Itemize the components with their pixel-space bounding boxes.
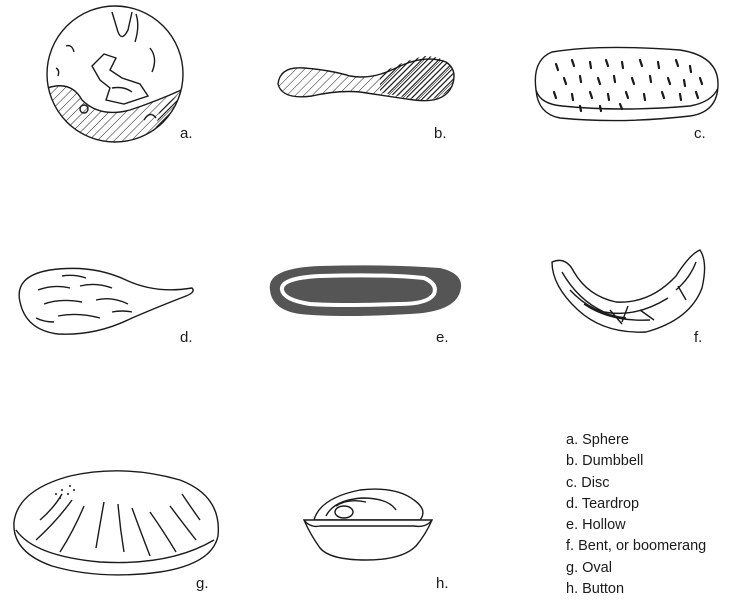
oval-drawing [14,471,218,575]
hollow-drawing [270,265,461,316]
label-a: a. [180,126,193,141]
legend-item: e. Hollow [566,515,746,536]
disc-drawing [535,47,718,120]
boomerang-drawing [552,250,705,332]
dumbbell-drawing [278,56,454,101]
label-h: h. [436,576,449,591]
label-e: e. [436,330,449,345]
legend-item: a. Sphere [566,430,746,451]
legend-item: b. Dumbbell [566,451,746,472]
label-f: f. [694,330,702,345]
legend-item: h. Button [566,579,746,600]
legend-item: c. Disc [566,473,746,494]
sphere-drawing [40,6,190,150]
label-c: c. [694,126,706,141]
label-b: b. [434,126,447,141]
label-d: d. [180,330,193,345]
teardrop-drawing [19,268,193,334]
button-drawing [304,489,432,560]
legend-item: f. Bent, or boomerang [566,536,746,557]
shape-legend: a. Sphere b. Dumbbell c. Disc d. Teardro… [566,430,746,600]
legend-item: d. Teardrop [566,494,746,515]
label-g: g. [196,576,209,591]
legend-item: g. Oval [566,558,746,579]
